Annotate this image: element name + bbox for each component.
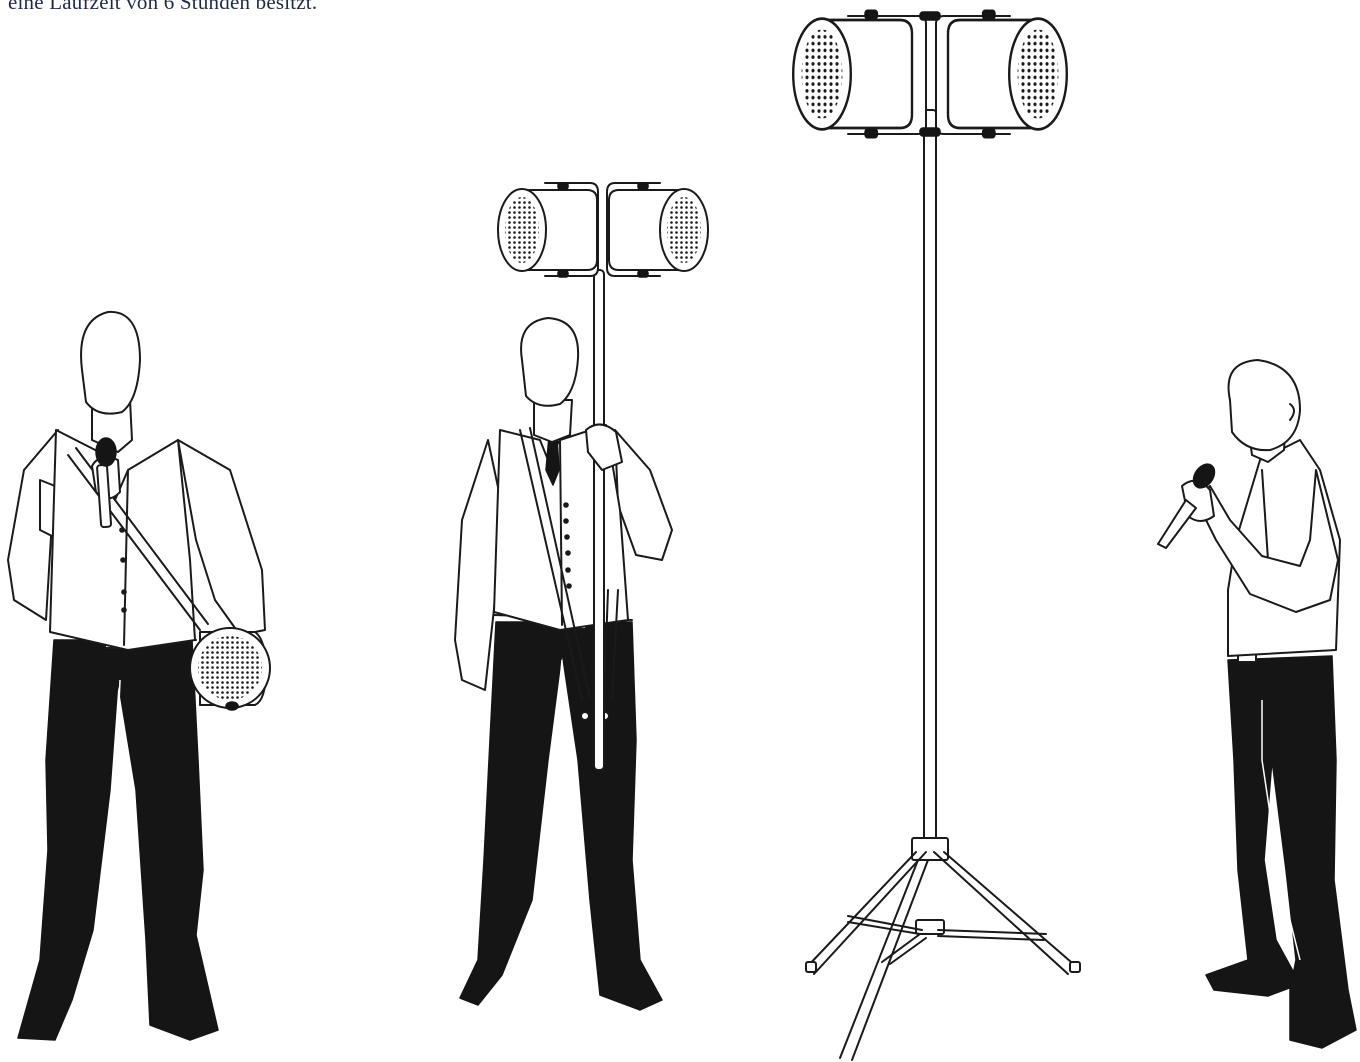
figure-tripod-stand xyxy=(793,11,1080,1060)
figure-shoulder-carry xyxy=(8,312,270,1040)
figure-handheld-pole xyxy=(455,183,708,1010)
figure-presenter-standing xyxy=(1158,360,1356,1048)
speaker-pole-icon xyxy=(498,183,708,277)
speaker-on-strap-icon xyxy=(190,628,270,710)
